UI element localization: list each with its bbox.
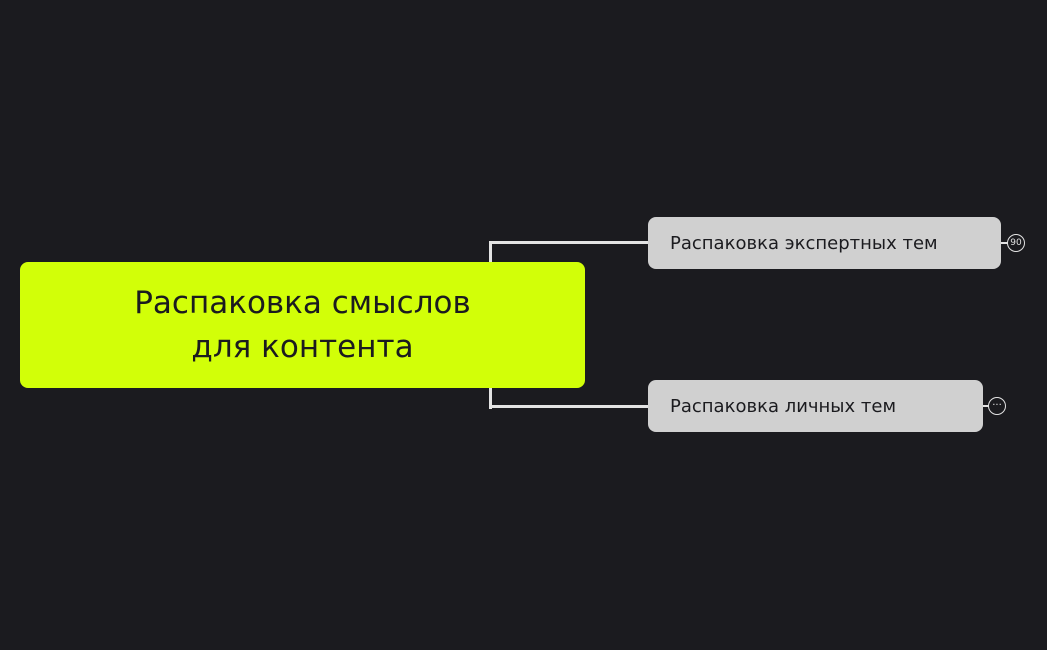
badge-connector (983, 405, 989, 407)
badge-connector (1001, 242, 1008, 244)
root-label-line2: для контента (191, 329, 414, 365)
child-count-badge[interactable]: 90 (1007, 234, 1025, 252)
root-label-line1: Распаковка смыслов (134, 285, 471, 321)
node-personal-topics[interactable]: Распаковка личных тем (648, 380, 983, 432)
root-node[interactable]: Распаковка смыслов для контента (20, 262, 585, 388)
connector-to-expert-topics (489, 241, 649, 244)
connector-to-personal-topics (489, 405, 649, 408)
node-expert-topics[interactable]: Распаковка экспертных тем (648, 217, 1001, 269)
node-label: Распаковка экспертных тем (670, 232, 938, 254)
node-label: Распаковка личных тем (670, 395, 897, 417)
more-icon[interactable]: ··· (988, 397, 1006, 415)
root-node-text: Распаковка смыслов для контента (134, 281, 471, 369)
